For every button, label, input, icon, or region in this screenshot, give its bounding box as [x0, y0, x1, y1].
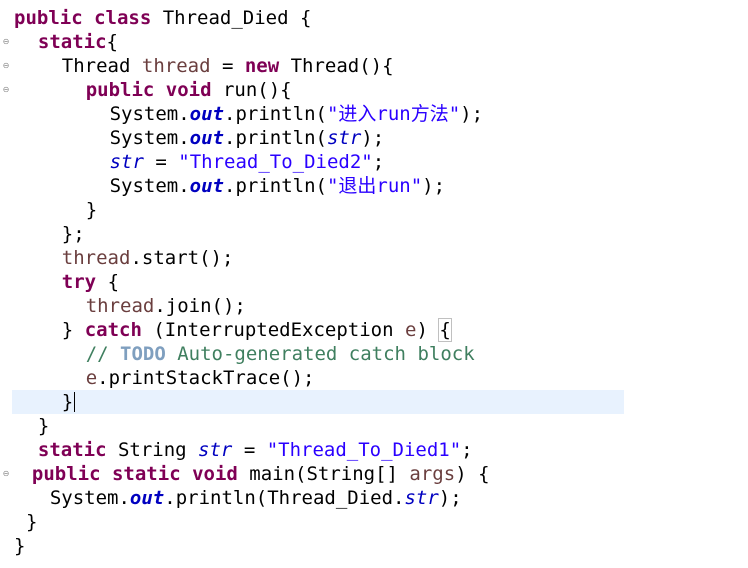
code-token: .printStackTrace(); [97, 367, 315, 389]
code-line[interactable]: public class Thread_Died { [14, 6, 311, 30]
code-token: String [106, 439, 199, 461]
code-token: str [198, 439, 233, 461]
code-token: ); [438, 487, 462, 509]
code-line[interactable]: public void run(){ [86, 78, 292, 102]
code-line[interactable]: } [26, 510, 37, 534]
code-token: new [244, 55, 280, 77]
code-token: { [438, 318, 452, 342]
code-line[interactable]: System.out.println(Thread_Died.str); [50, 486, 462, 510]
code-token: run(){ [211, 79, 292, 101]
code-token: .join(); [154, 295, 246, 317]
code-token: "Thread_To_Died1" [266, 439, 462, 461]
code-token: = [143, 151, 179, 173]
code-token: args [409, 463, 456, 485]
code-line[interactable]: thread.join(); [86, 294, 246, 318]
code-token: } [37, 415, 50, 437]
fold-collapse-icon[interactable]: ⊖ [2, 37, 10, 46]
code-token: ); [460, 103, 484, 125]
code-token: } [85, 199, 98, 221]
code-token: Thread_Died { [151, 7, 312, 29]
code-token: Auto-generated catch block [165, 343, 475, 365]
code-line[interactable]: } [14, 534, 25, 558]
code-token: thread [85, 295, 155, 317]
code-line[interactable]: } [86, 198, 97, 222]
code-line[interactable]: // TODO Auto-generated catch block [86, 342, 475, 366]
code-line[interactable]: System.out.println(str); [110, 126, 385, 150]
code-token: ; [372, 151, 385, 173]
code-token: = [210, 55, 245, 77]
code-token: .println( [224, 175, 327, 197]
fold-collapse-icon[interactable]: ⊖ [2, 469, 10, 478]
current-line-highlight [12, 390, 624, 414]
code-line[interactable]: static{ [38, 30, 118, 54]
code-token: out [189, 175, 224, 197]
code-token: { [106, 31, 118, 53]
code-token: out [189, 103, 224, 125]
code-line[interactable]: }; [62, 222, 85, 246]
code-line[interactable]: try { [62, 270, 119, 294]
code-token: public class [14, 7, 152, 29]
code-token: public static void [31, 463, 238, 485]
code-token: static [37, 31, 107, 53]
code-token: = [232, 439, 267, 461]
code-line[interactable]: public static void main(String[] args) { [32, 462, 490, 486]
code-line[interactable]: static String str = "Thread_To_Died1"; [38, 438, 473, 462]
code-token: ) { [455, 463, 490, 485]
code-token: "进入run方法" [326, 103, 461, 125]
text-cursor [74, 392, 76, 412]
code-token: .println(Thread_Died. [164, 487, 405, 509]
code-token: ); [422, 175, 446, 197]
code-line[interactable]: } catch (InterruptedException e) { [61, 318, 452, 342]
code-line[interactable]: } [38, 414, 49, 438]
code-token: .println( [224, 103, 327, 125]
code-token: ); [361, 127, 385, 149]
code-token: System. [49, 487, 130, 509]
code-token: public void [85, 79, 212, 101]
code-token: .start(); [130, 247, 234, 269]
code-token: (InterruptedException [141, 319, 405, 341]
code-token: thread [61, 247, 131, 269]
code-token: e [85, 367, 98, 389]
code-line[interactable]: } [61, 390, 76, 414]
code-token: } [25, 511, 38, 533]
code-token: "Thread_To_Died2" [178, 151, 373, 173]
code-token: str [326, 127, 362, 149]
code-line[interactable]: System.out.println("进入run方法"); [110, 102, 483, 126]
code-token: static [37, 439, 107, 461]
code-token: // [85, 343, 121, 365]
code-line[interactable]: System.out.println("退出run"); [110, 174, 445, 198]
code-token: }; [61, 223, 85, 245]
code-token: Thread [61, 55, 142, 77]
code-token: Thread(){ [279, 55, 394, 77]
code-line[interactable]: str = "Thread_To_Died2"; [110, 150, 385, 174]
code-token: main(String[] [237, 463, 410, 485]
code-token: TODO [120, 343, 166, 365]
code-token: ) [416, 319, 440, 341]
code-token: e [405, 319, 417, 341]
code-token: { [96, 271, 120, 293]
code-line[interactable]: e.printStackTrace(); [86, 366, 315, 390]
code-token: System. [109, 103, 190, 125]
code-token: thread [141, 55, 211, 77]
code-token: catch [84, 319, 142, 341]
code-token: } [14, 535, 26, 557]
code-token: .println( [224, 127, 327, 149]
code-line[interactable]: thread.start(); [62, 246, 234, 270]
code-token: out [129, 487, 165, 509]
editor-gutter [0, 0, 12, 568]
code-token: System. [109, 127, 190, 149]
fold-collapse-icon[interactable]: ⊖ [2, 61, 10, 70]
code-token: try [61, 271, 97, 293]
code-token: } [61, 319, 85, 341]
code-token: System. [109, 175, 190, 197]
code-token: ; [461, 439, 473, 461]
code-token: } [61, 391, 74, 413]
code-token: "退出run" [326, 175, 423, 197]
code-token: out [189, 127, 224, 149]
fold-collapse-icon[interactable]: ⊖ [2, 85, 10, 94]
code-token: str [404, 487, 439, 509]
code-token: str [109, 151, 144, 173]
code-line[interactable]: Thread thread = new Thread(){ [62, 54, 394, 78]
